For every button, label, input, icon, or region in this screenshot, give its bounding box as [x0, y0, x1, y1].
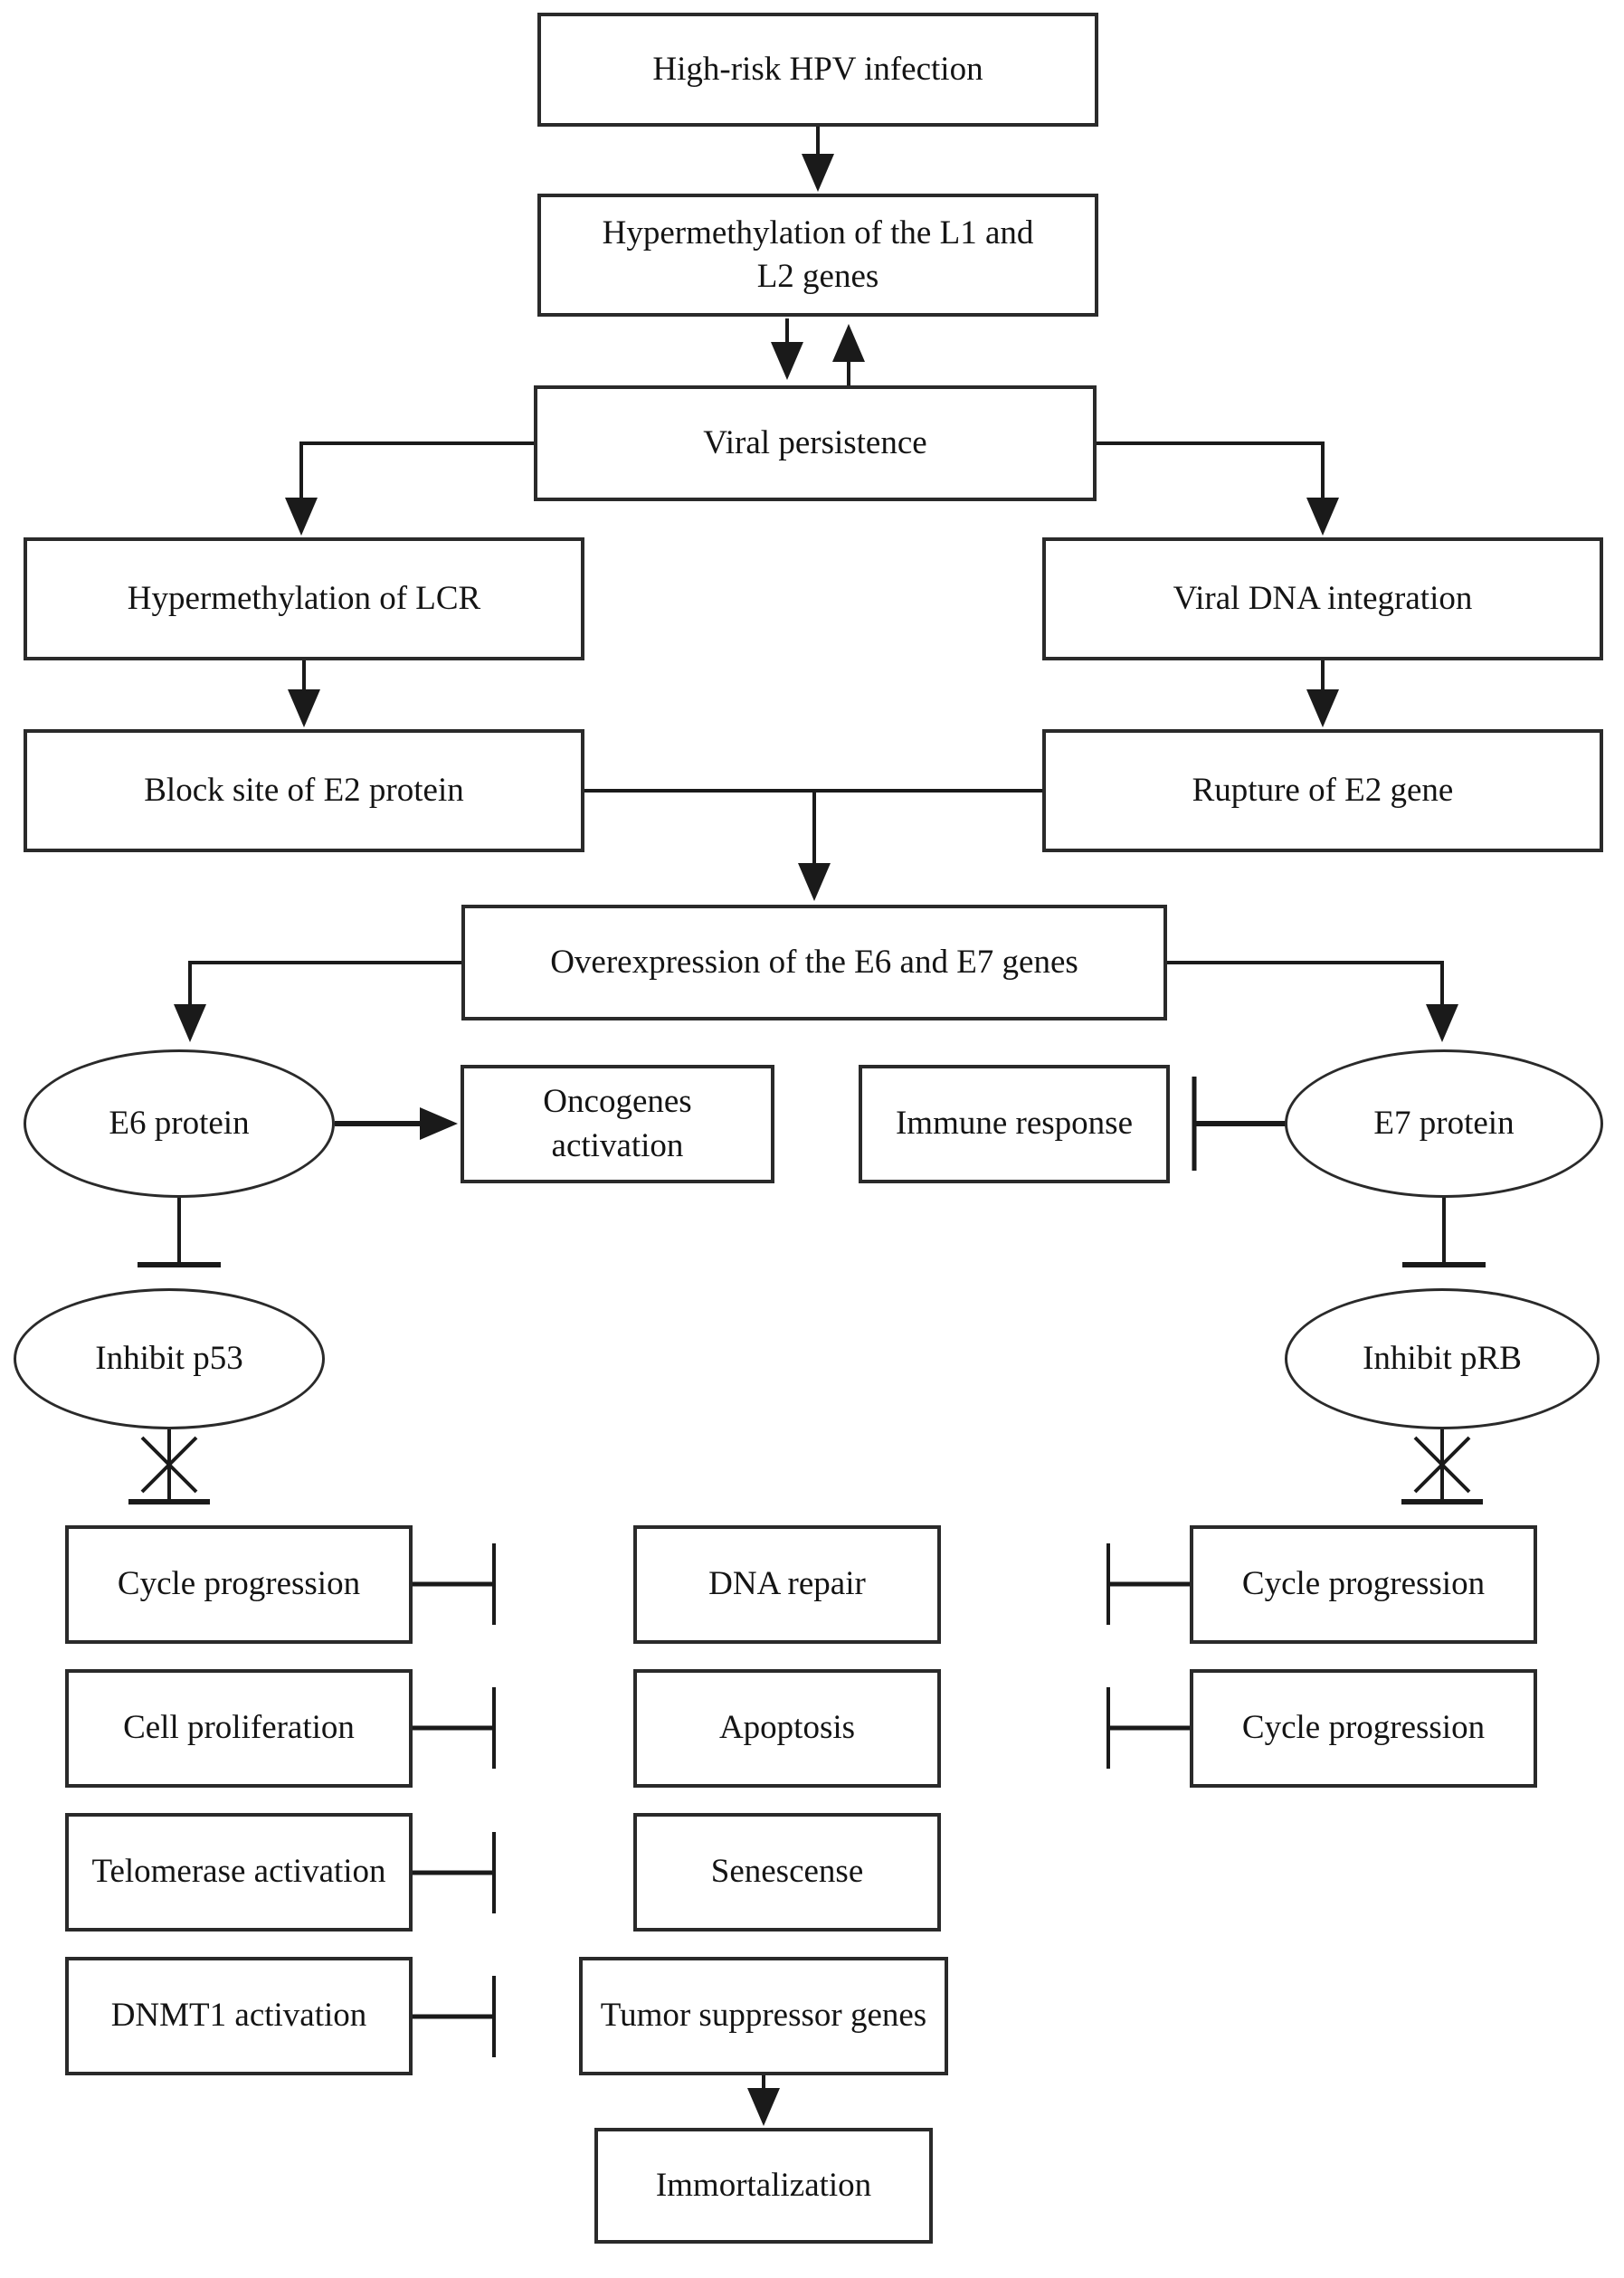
edge-tumor-to-immortalization-arrow — [747, 2075, 780, 2126]
arrowhead-down-icon — [288, 689, 320, 727]
edge-line — [1097, 441, 1325, 499]
node-label: DNMT1 activation — [110, 1997, 367, 2035]
edge-cycle-left-inhibit — [413, 1543, 496, 1625]
edge-prb-to-cycle-crossed-inhibit — [1401, 1429, 1483, 1504]
arrowhead-down-icon — [798, 863, 831, 901]
node-cycle-progression-right-1: Cycle progression — [1190, 1525, 1537, 1644]
node-viral-persistence: Viral persistence — [534, 385, 1097, 501]
arrowhead-up-icon — [832, 324, 865, 362]
node-label: Hypermethylation of the L1 and L2 genes — [602, 214, 1034, 295]
cross-mark-icon — [140, 1436, 198, 1494]
node-inhibit-prb: Inhibit pRB — [1285, 1288, 1600, 1429]
edge-e6-to-p53-inhibit — [138, 1198, 221, 1267]
node-label: Senescense — [710, 1853, 864, 1891]
node-label: Cycle progression — [1241, 1709, 1486, 1747]
node-label: Immortalization — [655, 2166, 872, 2204]
node-dnmt1-activation: DNMT1 activation — [65, 1957, 413, 2075]
node-label: Hypermethylation of LCR — [127, 579, 481, 617]
node-rupture-e2-gene: Rupture of E2 gene — [1042, 729, 1603, 852]
node-e7-protein: E7 protein — [1285, 1049, 1603, 1198]
edge-integration-to-rupture-arrow — [1306, 660, 1339, 727]
arrowhead-down-icon — [1306, 689, 1339, 727]
node-label: Cycle progression — [1241, 1565, 1486, 1603]
edge-viralpersistence-to-lcr-arrow — [285, 441, 534, 536]
arrowhead-down-icon — [771, 342, 803, 380]
edge-e6-to-oncogenes-arrow — [335, 1107, 458, 1140]
edge-l1l2-viralpersistence-bidirectional-arrow — [771, 318, 865, 385]
node-label: Overexpression of the E6 and E7 genes — [550, 943, 1078, 981]
edge-viralpersistence-to-dna-integration-arrow — [1097, 441, 1339, 536]
edge-e7-to-immune-inhibit — [1192, 1077, 1288, 1171]
node-viral-dna-integration: Viral DNA integration — [1042, 537, 1603, 660]
node-tumor-suppressor-genes: Tumor suppressor genes — [579, 1957, 948, 2075]
arrowhead-down-icon — [1426, 1004, 1458, 1042]
node-telomerase-activation: Telomerase activation — [65, 1813, 413, 1932]
node-label: Cell proliferation — [123, 1709, 355, 1747]
edge-e7-to-prb-inhibit — [1402, 1198, 1486, 1267]
node-label: E7 protein — [1373, 1104, 1515, 1142]
node-label: High-risk HPV infection — [652, 50, 983, 88]
edge-dnmt1-inhibit — [413, 1976, 496, 2057]
node-cycle-progression-left: Cycle progression — [65, 1525, 413, 1644]
node-label: Inhibit pRB — [1363, 1339, 1522, 1377]
edge-lcr-to-block-e2-arrow — [288, 660, 320, 727]
node-label: E6 protein — [109, 1104, 250, 1142]
edge-e2-merge-to-overexpression-arrow — [584, 789, 1042, 901]
node-dna-repair: DNA repair — [633, 1525, 941, 1644]
node-hypermethylation-l1-l2: Hypermethylation of the L1 and L2 genes — [537, 194, 1098, 317]
node-label: Viral DNA integration — [1173, 579, 1473, 617]
node-immortalization: Immortalization — [594, 2128, 933, 2244]
node-apoptosis: Apoptosis — [633, 1669, 941, 1788]
node-label: Telomerase activation — [91, 1853, 386, 1891]
node-overexpression-e6-e7: Overexpression of the E6 and E7 genes — [461, 905, 1167, 1020]
edge-overexpression-to-e6-arrow — [174, 961, 461, 1042]
edge-line — [299, 441, 534, 499]
node-senescense: Senescense — [633, 1813, 941, 1932]
edge-p53-to-cycle-crossed-inhibit — [128, 1429, 210, 1504]
edge-cycle-right1-inhibit — [1106, 1543, 1190, 1625]
arrowhead-down-icon — [747, 2088, 780, 2126]
edge-hpv-to-l1l2-arrow — [802, 127, 834, 192]
edge-telomerase-inhibit — [413, 1832, 496, 1913]
arrowhead-down-icon — [174, 1004, 206, 1042]
node-label: Tumor suppressor genes — [600, 1997, 927, 2035]
node-cell-proliferation: Cell proliferation — [65, 1669, 413, 1788]
edge-cell-proliferation-inhibit — [413, 1687, 496, 1769]
node-hypermethylation-lcr: Hypermethylation of LCR — [24, 537, 584, 660]
edge-line — [188, 961, 461, 1006]
node-label: Oncogenes activation — [543, 1083, 692, 1164]
edge-cycle-right2-inhibit — [1106, 1687, 1190, 1769]
node-label: Apoptosis — [718, 1709, 856, 1747]
arrowhead-right-icon — [420, 1107, 458, 1140]
node-oncogenes-activation: Oncogenes activation — [461, 1065, 774, 1183]
arrowhead-down-icon — [285, 498, 318, 536]
node-label: Immune response — [895, 1105, 1134, 1143]
node-label: Rupture of E2 gene — [1192, 771, 1454, 809]
edge-overexpression-to-e7-arrow — [1167, 961, 1458, 1042]
node-inhibit-p53: Inhibit p53 — [14, 1288, 325, 1429]
edge-line — [1167, 961, 1444, 1006]
node-label: Inhibit p53 — [95, 1339, 243, 1377]
node-cycle-progression-right-2: Cycle progression — [1190, 1669, 1537, 1788]
cross-mark-icon — [1413, 1436, 1471, 1494]
arrowhead-down-icon — [802, 154, 834, 192]
node-label: Block site of E2 protein — [144, 771, 464, 809]
arrowhead-down-icon — [1306, 498, 1339, 536]
node-immune-response: Immune response — [859, 1065, 1170, 1183]
node-block-site-e2-protein: Block site of E2 protein — [24, 729, 584, 852]
node-label: DNA repair — [708, 1565, 866, 1603]
node-label: Viral persistence — [703, 423, 927, 461]
node-e6-protein: E6 protein — [24, 1049, 335, 1198]
node-high-risk-hpv: High-risk HPV infection — [537, 13, 1098, 127]
node-label: Cycle progression — [117, 1565, 361, 1603]
